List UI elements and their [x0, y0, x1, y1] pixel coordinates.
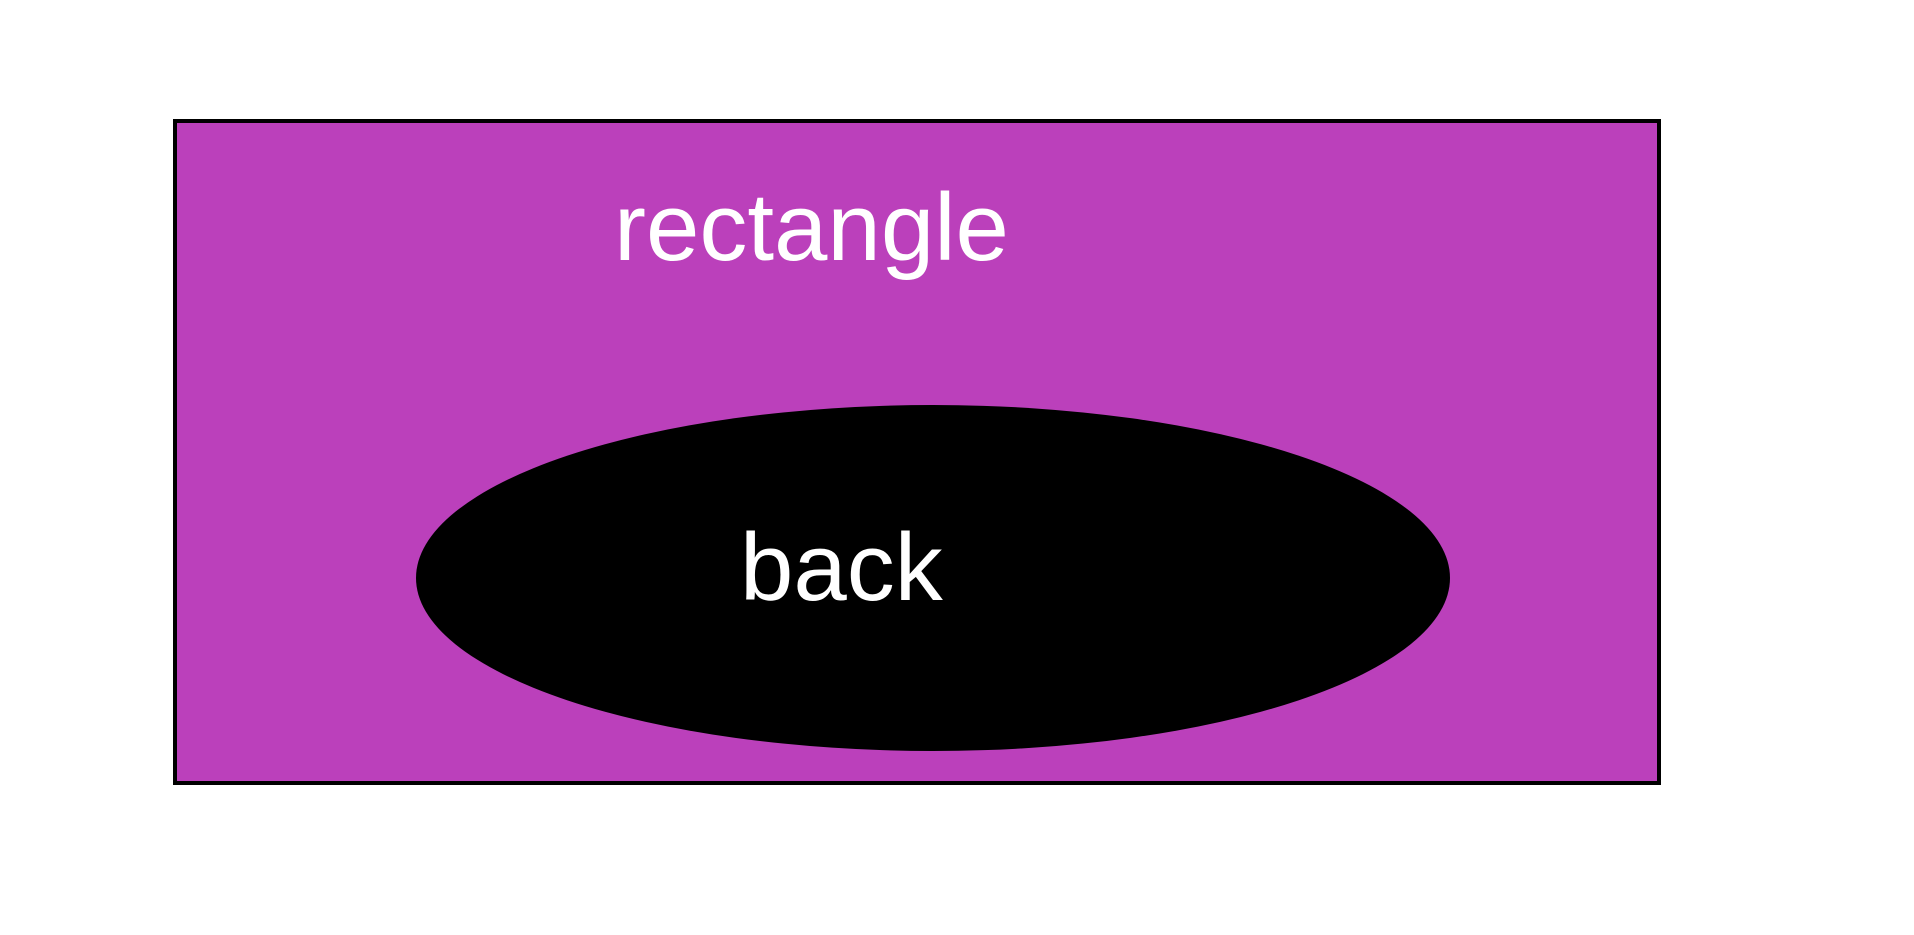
rectangle-label[interactable]: rectangle	[614, 174, 1009, 281]
back-label[interactable]: back	[740, 514, 943, 621]
back-ellipse-button[interactable]	[416, 405, 1450, 751]
